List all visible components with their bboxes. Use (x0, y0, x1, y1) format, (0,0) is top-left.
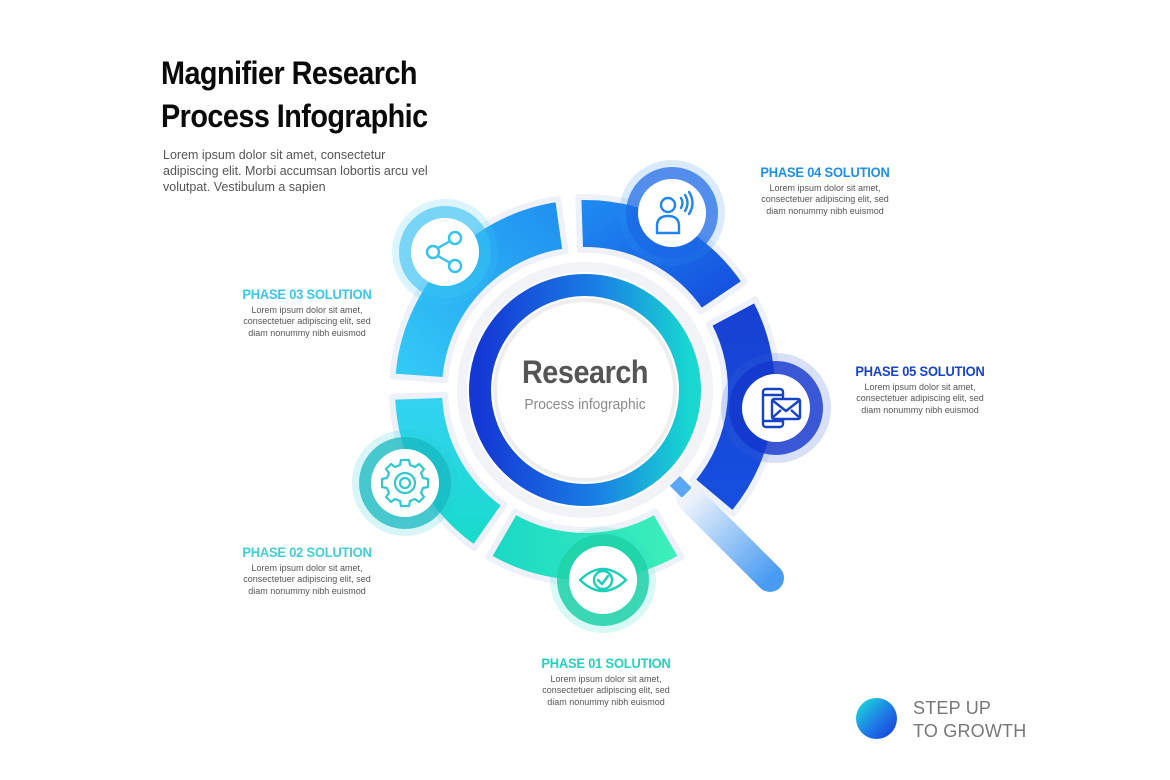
title-line-1: Magnifier Research (161, 55, 418, 91)
phase-04-label: PHASE 04 SOLUTION (760, 164, 890, 180)
page-title: Magnifier Research Process Infographic (161, 52, 428, 138)
phase-01-caption: PHASE 01 SOLUTION Lorem ipsum dolor sit … (516, 655, 696, 708)
phase-01-text: Lorem ipsum dolor sit amet, consectetuer… (542, 674, 670, 707)
phase-05-caption: PHASE 05 SOLUTION Lorem ipsum dolor sit … (830, 363, 1010, 416)
phase-03-text: Lorem ipsum dolor sit amet, consectetuer… (243, 305, 371, 338)
center-subtitle: Process infographic (524, 396, 646, 413)
gear-icon (380, 458, 430, 508)
eye-check-icon (578, 567, 628, 593)
phase-03-caption: PHASE 03 SOLUTION Lorem ipsum dolor sit … (217, 286, 397, 339)
phase-02-label: PHASE 02 SOLUTION (242, 544, 372, 560)
badge-phase-02[interactable] (352, 430, 458, 536)
brand-line-1: STEP UP (913, 698, 992, 718)
intro-text: Lorem ipsum dolor sit amet, consectetur … (163, 148, 428, 194)
phase-04-text: Lorem ipsum dolor sit amet, consectetuer… (761, 183, 889, 216)
segment-phase-03 (389, 195, 569, 384)
badge-phase-03[interactable] (392, 199, 498, 305)
brand-tagline: STEP UP TO GROWTH (913, 697, 1026, 743)
phase-01-label: PHASE 01 SOLUTION (541, 655, 671, 671)
phase-03-label: PHASE 03 SOLUTION (242, 286, 372, 302)
share-icon (425, 230, 463, 274)
brand-line-2: TO GROWTH (913, 721, 1027, 741)
phase-02-caption: PHASE 02 SOLUTION Lorem ipsum dolor sit … (217, 544, 397, 597)
mobile-mail-icon (761, 387, 802, 429)
phase-02-text: Lorem ipsum dolor sit amet, consectetuer… (243, 563, 371, 596)
brand-logo-dot (856, 698, 897, 739)
phase-05-label: PHASE 05 SOLUTION (855, 363, 985, 379)
badge-phase-01[interactable] (550, 527, 656, 633)
magnifier-lens (457, 262, 713, 518)
phase-04-caption: PHASE 04 SOLUTION Lorem ipsum dolor sit … (735, 164, 915, 217)
badge-phase-04[interactable] (619, 160, 725, 266)
user-voice-icon (655, 190, 694, 235)
title-line-2: Process Infographic (161, 98, 428, 134)
phase-05-text: Lorem ipsum dolor sit amet, consectetuer… (856, 382, 984, 415)
center-title: Research (521, 354, 649, 390)
badge-phase-05[interactable] (721, 353, 831, 463)
